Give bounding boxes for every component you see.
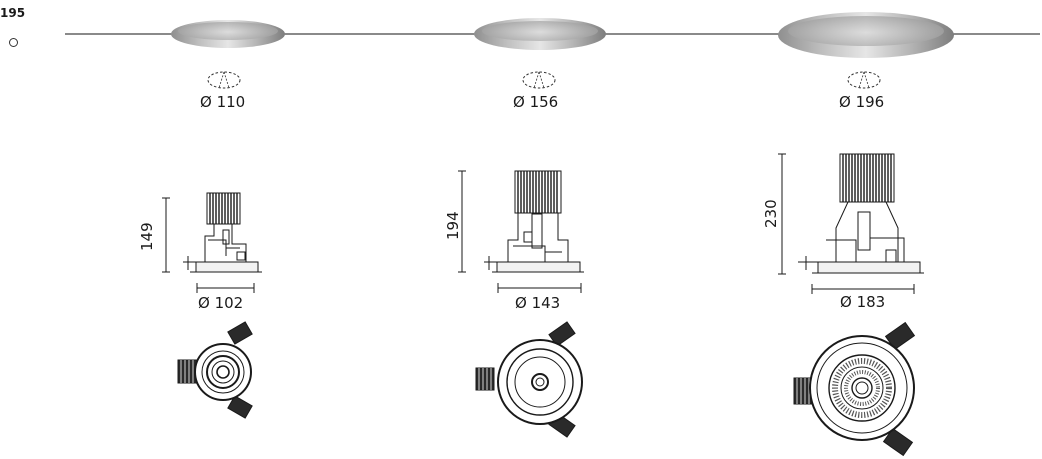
downlight-top-view-icon	[793, 321, 916, 457]
height-dimension-label: 149	[138, 222, 156, 251]
downlight-side-view-icon	[798, 153, 924, 274]
side-view-medium	[458, 170, 584, 293]
top-view-large	[793, 321, 916, 457]
cutout-diameter-label: Ø 110	[200, 93, 245, 111]
width-dimension-label: Ø 102	[198, 294, 243, 312]
cutout-small: Ø 110	[200, 71, 245, 111]
width-dimension-label: Ø 143	[515, 294, 560, 312]
top-view-small	[177, 321, 253, 419]
cutout-large: Ø 196	[839, 71, 884, 111]
cutout-medium: Ø 156	[513, 71, 558, 111]
downlight-top-view-icon	[475, 321, 583, 438]
height-dimension-label: 230	[762, 199, 780, 228]
reflector-rim-icon-small	[171, 20, 285, 48]
dashed-cutout-icon	[207, 71, 241, 89]
product-code: 195	[0, 6, 26, 20]
dashed-cutout-icon	[847, 71, 881, 89]
downlight-top-view-icon	[177, 321, 253, 419]
reflector-rim-icon-large	[778, 12, 954, 58]
cutout-diameter-label: Ø 156	[513, 93, 558, 111]
downlight-side-view-icon	[484, 170, 584, 273]
reflector-rim-icon-medium	[474, 18, 606, 50]
width-dimension-label: Ø 183	[840, 293, 885, 311]
cutout-diameter-label: Ø 196	[839, 93, 884, 111]
side-view-large	[778, 153, 924, 294]
top-view-medium	[475, 321, 583, 438]
side-view-small	[162, 192, 262, 293]
circle-outline-icon	[9, 38, 18, 47]
height-dimension-label: 194	[444, 211, 462, 240]
downlight-side-view-icon	[183, 192, 262, 273]
dashed-cutout-icon	[522, 71, 556, 89]
